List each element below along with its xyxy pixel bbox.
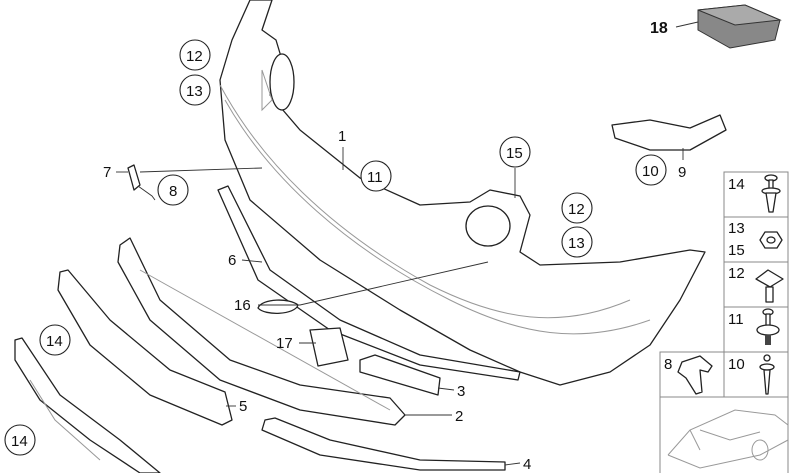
callout-18: 18 <box>650 20 668 37</box>
push-rivet-icon <box>761 174 781 213</box>
callout-17: 17 <box>276 335 293 352</box>
bumper-cover <box>219 0 706 386</box>
legend-label-13: 13 <box>728 220 745 237</box>
trim-strip <box>217 185 521 381</box>
trim-piece-3 <box>359 354 441 396</box>
expanding-rivet-icon <box>756 308 780 345</box>
fog-light-opening <box>269 53 295 111</box>
callout-1: 1 <box>338 128 346 145</box>
bracket-clip-icon <box>677 355 713 395</box>
circled-15: 15 <box>506 145 523 162</box>
bumper-contour-line <box>224 99 651 335</box>
lower-panel-detail <box>29 379 101 461</box>
circled-12: 12 <box>186 48 203 65</box>
box-18 <box>697 4 782 49</box>
grille-support-detail <box>139 269 391 411</box>
bracket-17 <box>309 327 349 367</box>
square-head-screw-icon <box>755 269 784 303</box>
car-outline-icon <box>667 409 789 469</box>
bumper-contour-line <box>219 84 631 319</box>
circled-8: 8 <box>169 183 177 200</box>
cap-16 <box>257 299 299 314</box>
legend-label-12: 12 <box>728 265 745 282</box>
callout-16: 16 <box>234 297 251 314</box>
callout-6: 6 <box>228 252 236 269</box>
reflector-wire <box>137 185 156 201</box>
circled-12b: 12 <box>568 201 585 218</box>
leader-lines <box>116 21 699 466</box>
callout-5: 5 <box>239 398 247 415</box>
circled-14b: 14 <box>11 433 28 450</box>
lower-spoiler <box>261 417 506 471</box>
fastener-legend-table: 14 13 15 12 11 10 8 <box>659 171 789 473</box>
legend-label-11: 11 <box>728 311 744 328</box>
bracket-9 <box>611 114 727 151</box>
callout-9: 9 <box>678 164 686 181</box>
callout-7: 7 <box>103 164 111 181</box>
license-plate-carrier <box>57 269 233 426</box>
legend-label-10: 10 <box>728 356 745 373</box>
hex-nut-icon <box>759 231 783 249</box>
legend-label-8: 8 <box>664 356 672 373</box>
circled-13b: 13 <box>568 235 585 252</box>
circled-14: 14 <box>46 333 63 350</box>
reflector-7 <box>127 164 141 191</box>
fog-light-opening <box>465 205 511 247</box>
circled-callouts: 12 13 8 11 15 10 12 13 14 14 <box>4 39 667 456</box>
callout-4: 4 <box>523 456 531 473</box>
circled-13: 13 <box>186 83 203 100</box>
callout-3: 3 <box>457 383 465 400</box>
plastic-rivet-icon <box>759 354 775 395</box>
legend-label-14: 14 <box>728 176 745 193</box>
bumper-detail <box>261 69 273 112</box>
lower-panel <box>14 337 161 473</box>
circled-11: 11 <box>367 169 383 186</box>
callout-2: 2 <box>455 408 463 425</box>
legend-label-15: 15 <box>728 242 745 259</box>
circled-10: 10 <box>642 163 659 180</box>
